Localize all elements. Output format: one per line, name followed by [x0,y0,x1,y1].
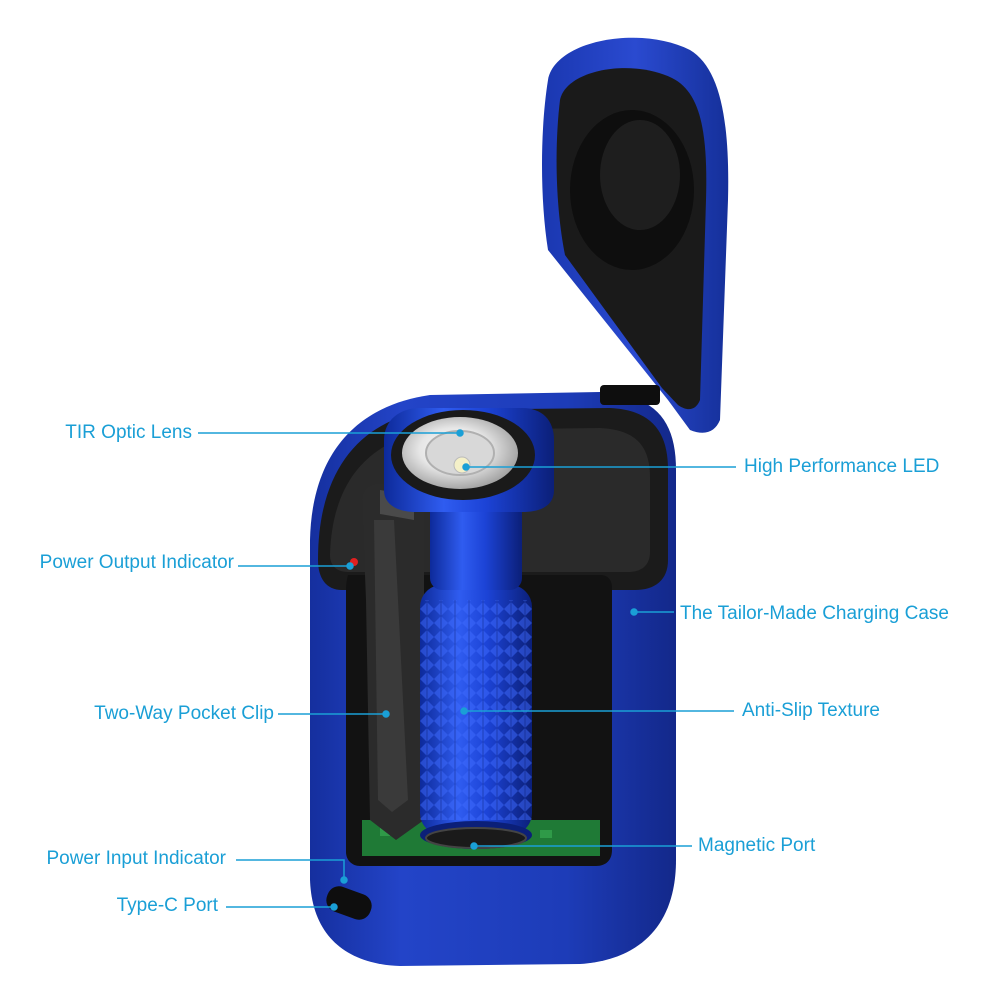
label-tailor-made-charging-case: The Tailor-Made Charging Case [680,603,949,624]
label-high-performance-led: High Performance LED [744,456,940,477]
leader-dot-magnetic-port [470,842,478,850]
label-type-c-port: Type-C Port [116,895,218,916]
type-c-port-shape [326,886,372,920]
leader-power-input-indicator [236,859,345,880]
label-two-way-pocket-clip: Two-Way Pocket Clip [94,703,274,724]
leader-dot-two-way-pocket-clip [382,710,390,718]
pocket-clip [362,483,424,840]
label-power-input-indicator: Power Input Indicator [46,848,226,869]
lid-hinge [600,385,660,405]
leader-dot-tir-optic-lens [456,429,464,437]
leader-dot-tailor-made-charging-case [630,608,638,616]
leader-dot-type-c-port [330,903,338,911]
leader-lines [198,429,736,911]
case-lid [542,37,729,433]
leader-dot-high-performance-led [462,463,470,471]
leader-dot-power-output-indicator [346,562,354,570]
leader-dot-anti-slip-texture [460,707,468,715]
label-tir-optic-lens: TIR Optic Lens [65,422,192,443]
label-magnetic-port: Magnetic Port [698,835,816,856]
label-anti-slip-texture: Anti-Slip Texture [742,700,880,721]
label-power-output-indicator: Power Output Indicator [39,552,234,573]
flashlight [384,408,554,849]
leader-dot-power-input-indicator [340,876,348,884]
